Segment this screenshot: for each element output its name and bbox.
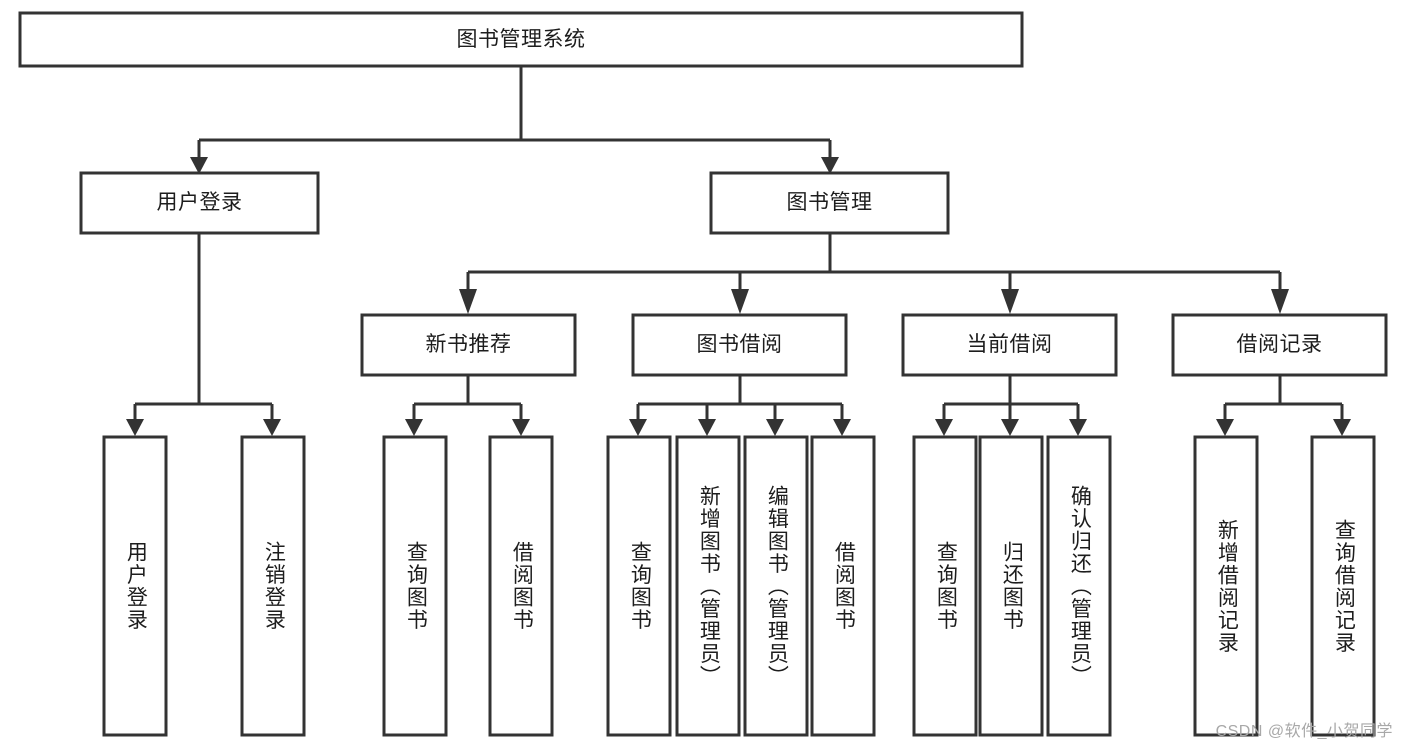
node-box-leaf-edit-book[interactable] (743, 435, 809, 737)
arrowhead-leaf-query-book-3 (935, 419, 953, 436)
node-box-borrow-record[interactable] (1171, 313, 1388, 377)
node-box-leaf-query-book-2[interactable] (606, 435, 672, 737)
arrowhead-leaf-add-record (1216, 419, 1234, 436)
arrowhead-leaf-confirm-return (1069, 419, 1087, 436)
arrowhead-current-borrow (1001, 289, 1019, 314)
node-box-book-mgmt[interactable] (709, 171, 950, 235)
arrowhead-book-mgmt (821, 157, 839, 174)
arrowhead-leaf-user-login (126, 419, 144, 436)
node-box-leaf-confirm-return[interactable] (1046, 435, 1112, 737)
connectors (126, 66, 1351, 436)
arrowhead-user-login (190, 157, 208, 174)
arrowhead-new-book-rec (459, 289, 477, 314)
node-box-leaf-return-book[interactable] (978, 435, 1044, 737)
arrowhead-leaf-edit-book (766, 419, 784, 436)
arrowhead-book-borrow (731, 289, 749, 314)
node-box-root[interactable] (18, 11, 1024, 68)
node-box-leaf-query-book-3[interactable] (912, 435, 978, 737)
node-box-current-borrow[interactable] (901, 313, 1118, 377)
arrowhead-leaf-query-record (1333, 419, 1351, 436)
node-box-leaf-borrow-book-2[interactable] (810, 435, 876, 737)
node-box-leaf-query-book-1[interactable] (382, 435, 448, 737)
node-box-leaf-add-record[interactable] (1193, 435, 1259, 737)
node-box-leaf-logout[interactable] (240, 435, 306, 737)
node-box-new-book-rec[interactable] (360, 313, 577, 377)
watermark-text: CSDN @软件_小贺同学 (1215, 723, 1393, 740)
arrowhead-leaf-return-book (1001, 419, 1019, 436)
arrowhead-leaf-borrow-book-1 (512, 419, 530, 436)
node-box-leaf-add-book[interactable] (675, 435, 741, 737)
node-box-book-borrow[interactable] (631, 313, 848, 377)
node-box-leaf-query-record[interactable] (1310, 435, 1376, 737)
node-box-leaf-user-login[interactable] (102, 435, 168, 737)
arrowhead-leaf-borrow-book-2 (833, 419, 851, 436)
arrowhead-leaf-query-book-1 (405, 419, 423, 436)
arrowhead-leaf-query-book-2 (629, 419, 647, 436)
node-box-user-login[interactable] (79, 171, 320, 235)
arrowhead-borrow-record (1271, 289, 1289, 314)
arrowhead-leaf-logout (263, 419, 281, 436)
arrowhead-leaf-add-book (698, 419, 716, 436)
node-box-leaf-borrow-book-1[interactable] (488, 435, 554, 737)
node-boxes (18, 11, 1388, 737)
